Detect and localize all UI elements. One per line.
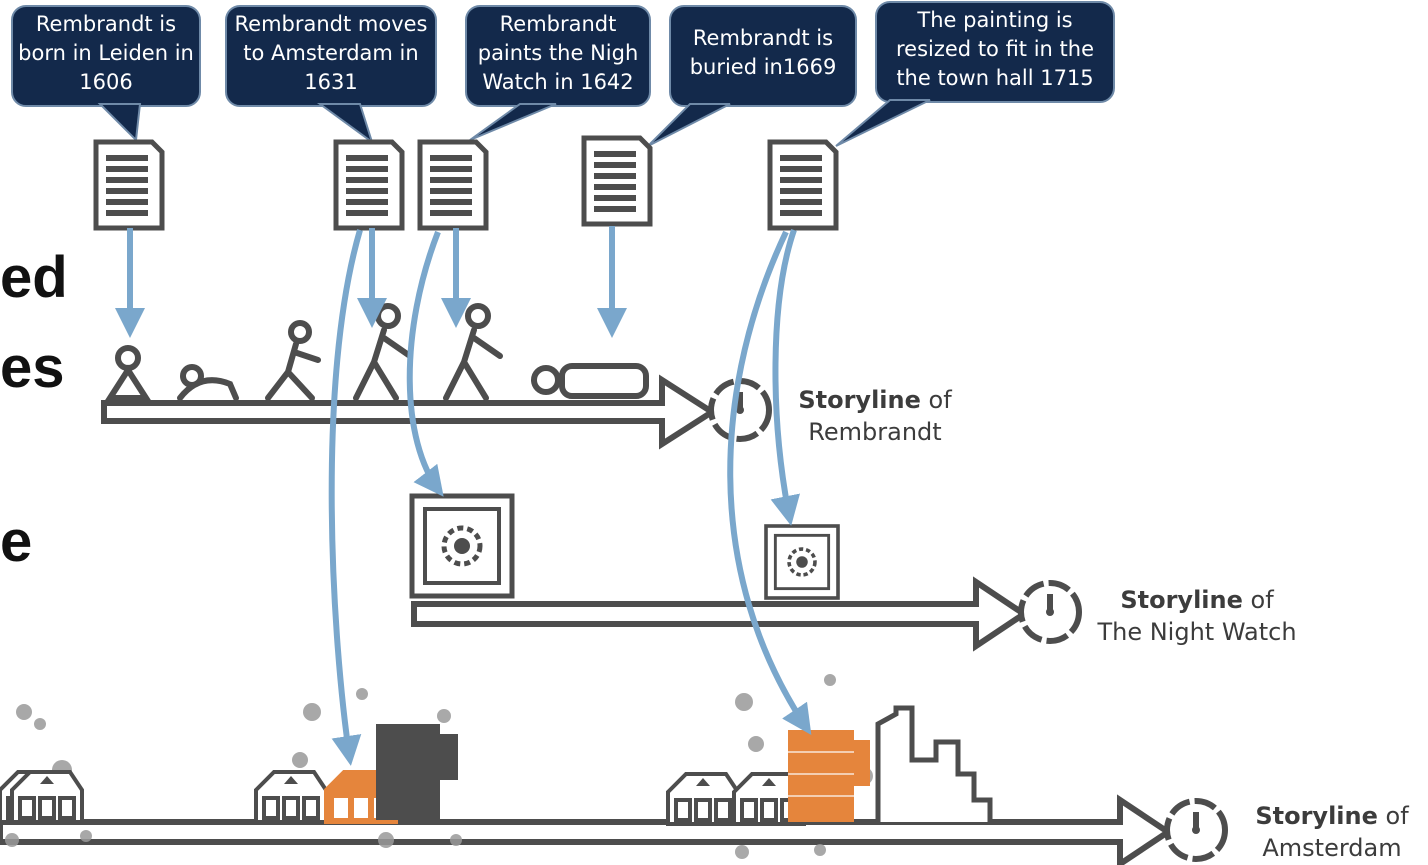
baby-icon [104,345,152,401]
tall-building-icon [376,724,458,820]
amsterdam-timeline [0,794,1174,865]
callout-born [11,5,201,143]
painting-icon [412,496,512,596]
nightwatch-timeline [411,576,1030,652]
storyline-label-nightwatch: Storyline of The Night Watch [1097,586,1297,646]
house-icon [254,770,328,824]
house-icon [666,772,740,826]
rembrandt-timeline [101,374,718,450]
callout-paints [465,5,651,141]
document-icon [336,142,402,228]
lying-person-icon [531,363,649,399]
side-text-line1: ed [0,245,68,310]
side-text-line3: e [0,509,33,574]
crawling-baby-icon [177,364,239,401]
walking-person-icon [353,303,413,401]
running-person-icon [265,320,321,401]
callout-paints-text: Rembrandt paints the Nigh Watch in 1642 [477,12,639,94]
clock-icon [1021,583,1079,641]
callout-buried [647,5,857,147]
document-icon [584,138,650,224]
callout-buried-text: Rembrandt is buried in1669 [689,26,837,79]
document-icon [420,142,486,228]
document-icon [96,142,162,228]
callout-moves-text: Rembrandt moves to Amsterdam in 1631 [234,12,428,94]
clock-icon [1167,801,1225,859]
storyline-label-amsterdam: Storyline of Amsterdam [1255,802,1409,862]
callout-moves [225,5,437,145]
factory-icon [875,705,993,822]
callout-resized-text: The painting is resized to fit in the th… [896,8,1094,90]
document-icon [770,142,836,228]
callout-born-text: Rembrandt is born in Leiden in 1606 [18,12,194,94]
side-text-line2: es [0,335,65,400]
clock-icon [711,381,769,439]
callout-resized [835,1,1115,147]
tall-building-icon [788,730,870,822]
storyline-label-rembrandt: Storyline of Rembrandt [798,386,952,446]
painting-icon [764,524,840,600]
house-icon [10,770,84,824]
